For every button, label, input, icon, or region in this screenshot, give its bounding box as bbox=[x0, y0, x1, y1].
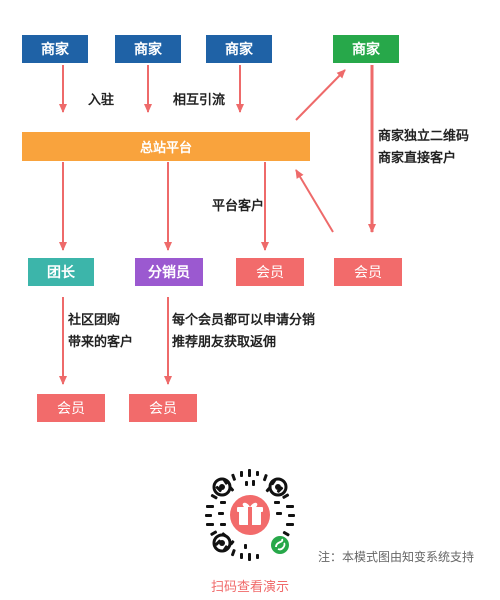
member-node-direct: 会员 bbox=[334, 258, 402, 286]
member-node-distributor: 会员 bbox=[129, 394, 197, 422]
distributor-node: 分销员 bbox=[135, 258, 203, 286]
footer-note: 注：本模式图由知变系统支持 bbox=[318, 550, 475, 564]
qr-graphic bbox=[202, 467, 298, 563]
merchant-independent-node: 商家 bbox=[333, 35, 399, 63]
label-community-1: 社区团购 bbox=[68, 313, 121, 328]
label-community-2: 带来的客户 bbox=[68, 335, 134, 350]
label-distribution-1: 每个会员都可以申请分销 bbox=[172, 313, 316, 328]
member-node-group: 会员 bbox=[37, 394, 105, 422]
arrow-member-platform bbox=[295, 169, 334, 233]
label-distribution-2: 推荐朋友获取返佣 bbox=[172, 335, 277, 350]
label-platform-customer: 平台客户 bbox=[212, 199, 265, 214]
label-independent-qr-1: 商家独立二维码 bbox=[378, 129, 470, 144]
platform-node: 总站平台 bbox=[22, 132, 310, 161]
label-settle-in: 入驻 bbox=[88, 93, 115, 108]
merchant-node-3: 商家 bbox=[206, 35, 272, 63]
scan-demo-label[interactable]: 扫码查看演示 bbox=[210, 580, 289, 595]
merchant-node-2: 商家 bbox=[115, 35, 181, 63]
group-leader-node: 团长 bbox=[28, 258, 94, 286]
mini-program-qr-code[interactable] bbox=[200, 465, 300, 565]
merchant-node-1: 商家 bbox=[22, 35, 88, 63]
member-node-platform: 会员 bbox=[236, 258, 304, 286]
arrow-platform-merchant-independent bbox=[295, 69, 346, 121]
label-mutual-traffic: 相互引流 bbox=[173, 93, 226, 108]
label-independent-qr-2: 商家直接客户 bbox=[378, 151, 457, 166]
